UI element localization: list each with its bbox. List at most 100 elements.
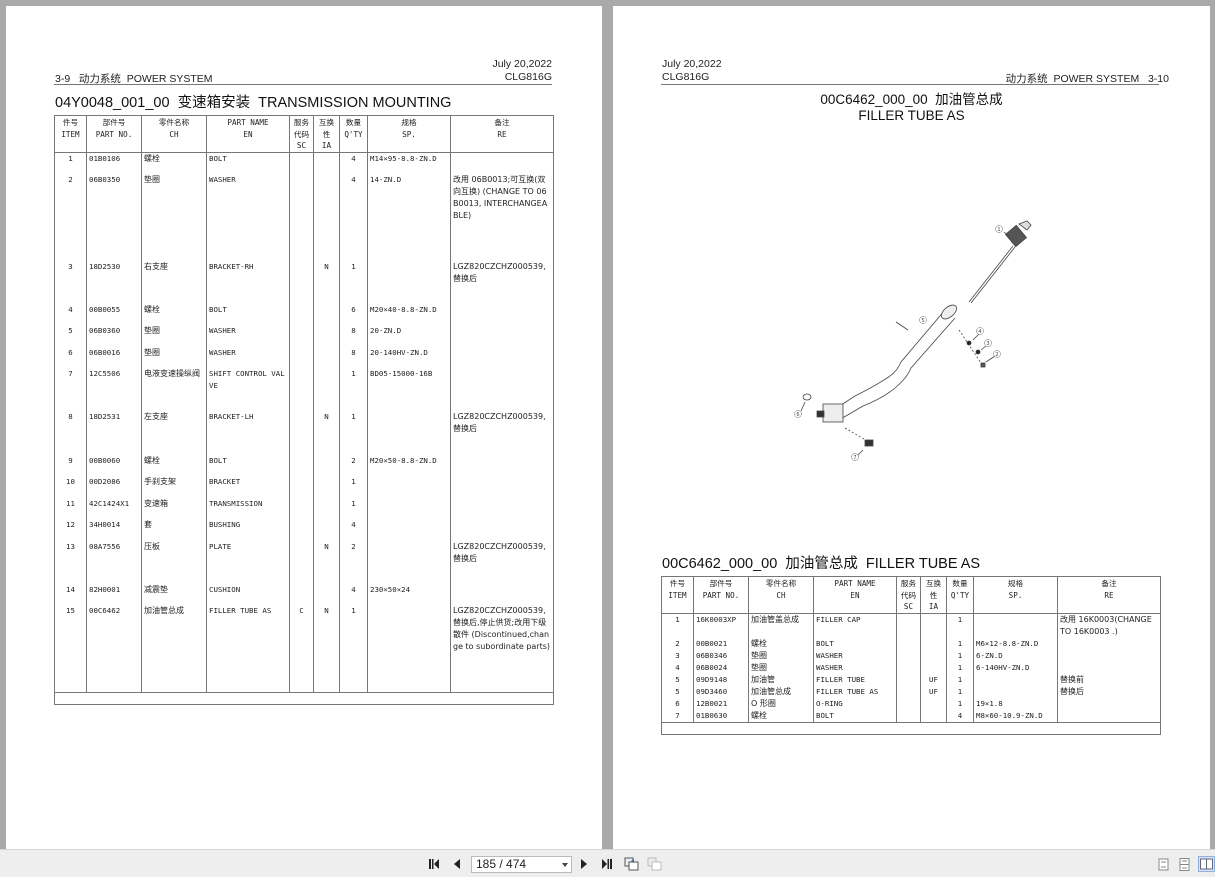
item-cell: 5 [54,325,87,347]
filler-tube-diagram-icon: 1 2 3 4 5 6 7 [794,220,1032,461]
qty-cell: 1 [339,368,368,412]
header-date: July 20,2022 [492,58,552,70]
qty-cell: 1 [946,637,974,650]
item-cell: 10 [54,476,87,498]
ch-name-cell: 螺栓 [748,637,814,650]
qty-cell: 1 [946,685,974,698]
first-page-button[interactable] [427,857,441,871]
sc-cell [289,325,314,347]
item-cell: 1 [54,152,87,175]
svg-text:4: 4 [978,329,981,335]
sc-cell [896,685,921,698]
continuous-view-button[interactable] [1177,857,1191,871]
remark-cell: LGZ820CZCHZ000539,替换后 [450,260,554,304]
spec-cell: 20-140HV-ZN.D [367,346,451,369]
spec-cell [367,476,451,498]
en-name-cell: FILLER CAP [813,613,897,638]
continuous-page-icon [1179,857,1189,871]
ch-name-cell: 压板 [141,540,207,584]
qty-cell: 1 [339,260,368,304]
page-number-select[interactable]: 185 / 474 [471,856,572,873]
ch-name-cell: 垫圈 [748,661,814,674]
en-name-cell: BOLT [813,709,897,722]
ch-name-cell: O 形圈 [748,697,814,710]
qty-cell: 4 [946,709,974,722]
en-name-cell: BRACKET-LH [206,411,290,455]
single-page-view-button[interactable] [1156,857,1170,871]
remark-cell [450,368,554,412]
part-no-cell: 18D2530 [86,260,142,304]
ia-cell [313,325,340,347]
footer-cell [54,692,554,705]
sc-cell: C [289,605,314,692]
ch-name-cell: 手刹支架 [141,476,207,498]
header-model: CLG816G [662,71,710,83]
qty-cell: 8 [339,325,368,347]
item-cell: 5 [661,685,694,698]
item-cell: 8 [54,411,87,455]
right-page: July 20,2022 CLG816G 动力系统 POWER SYSTEM 3… [613,6,1210,849]
remark-cell [450,325,554,347]
ia-cell: N [313,540,340,584]
en-name-cell: CUSHION [206,583,290,606]
spec-cell [367,540,451,584]
ia-cell [313,476,340,498]
qty-cell: 1 [946,673,974,686]
en-name-cell: SHIFT CONTROL VALVE [206,368,290,412]
ia-cell [313,152,340,175]
en-name-cell: BRACKET-RH [206,260,290,304]
svg-text:2: 2 [995,352,998,358]
part-no-cell: 08A7556 [86,540,142,584]
next-page-button[interactable] [579,857,589,871]
ch-name-cell: 垫圈 [141,346,207,369]
en-name-cell: BOLT [206,152,290,175]
sc-cell [896,637,921,650]
item-cell: 9 [54,454,87,477]
prev-page-button[interactable] [450,857,462,871]
ch-name-cell: 螺栓 [748,709,814,722]
part-no-cell: 82H0001 [86,583,142,606]
ch-name-cell: 左支座 [141,411,207,455]
next-view-button[interactable] [646,857,662,871]
part-no-cell: 01B0106 [86,152,142,175]
item-cell: 6 [54,346,87,369]
part-no-cell: 42C1424X1 [86,497,142,520]
remark-cell: 改用 06B0013;可互换(双向互换) (CHANGE TO 06B0013,… [450,174,554,261]
qty-cell: 1 [946,661,974,674]
remark-cell [450,476,554,498]
spec-cell [973,673,1058,686]
spec-cell: M20×50-8.8-ZN.D [367,454,451,477]
ia-cell [920,709,947,722]
part-no-cell: 06B0360 [86,325,142,347]
item-cell: 3 [661,649,694,662]
previous-view-button[interactable] [623,857,639,871]
left-page: July 20,2022 3-9 动力系统 POWER SYSTEM CLG81… [6,6,602,849]
sc-cell [896,649,921,662]
ch-name-cell: 垫圈 [141,174,207,261]
ch-name-cell: 减震垫 [141,583,207,606]
qty-cell: 4 [339,583,368,606]
part-no-cell: 06B0346 [693,649,749,662]
remark-cell [1057,661,1161,674]
two-page-view-button[interactable] [1198,856,1215,872]
last-page-button[interactable] [600,857,614,871]
spec-cell: 6-ZN.D [973,649,1058,662]
ia-cell [313,583,340,606]
qty-cell: 1 [946,613,974,638]
part-no-cell: 00B0021 [693,637,749,650]
